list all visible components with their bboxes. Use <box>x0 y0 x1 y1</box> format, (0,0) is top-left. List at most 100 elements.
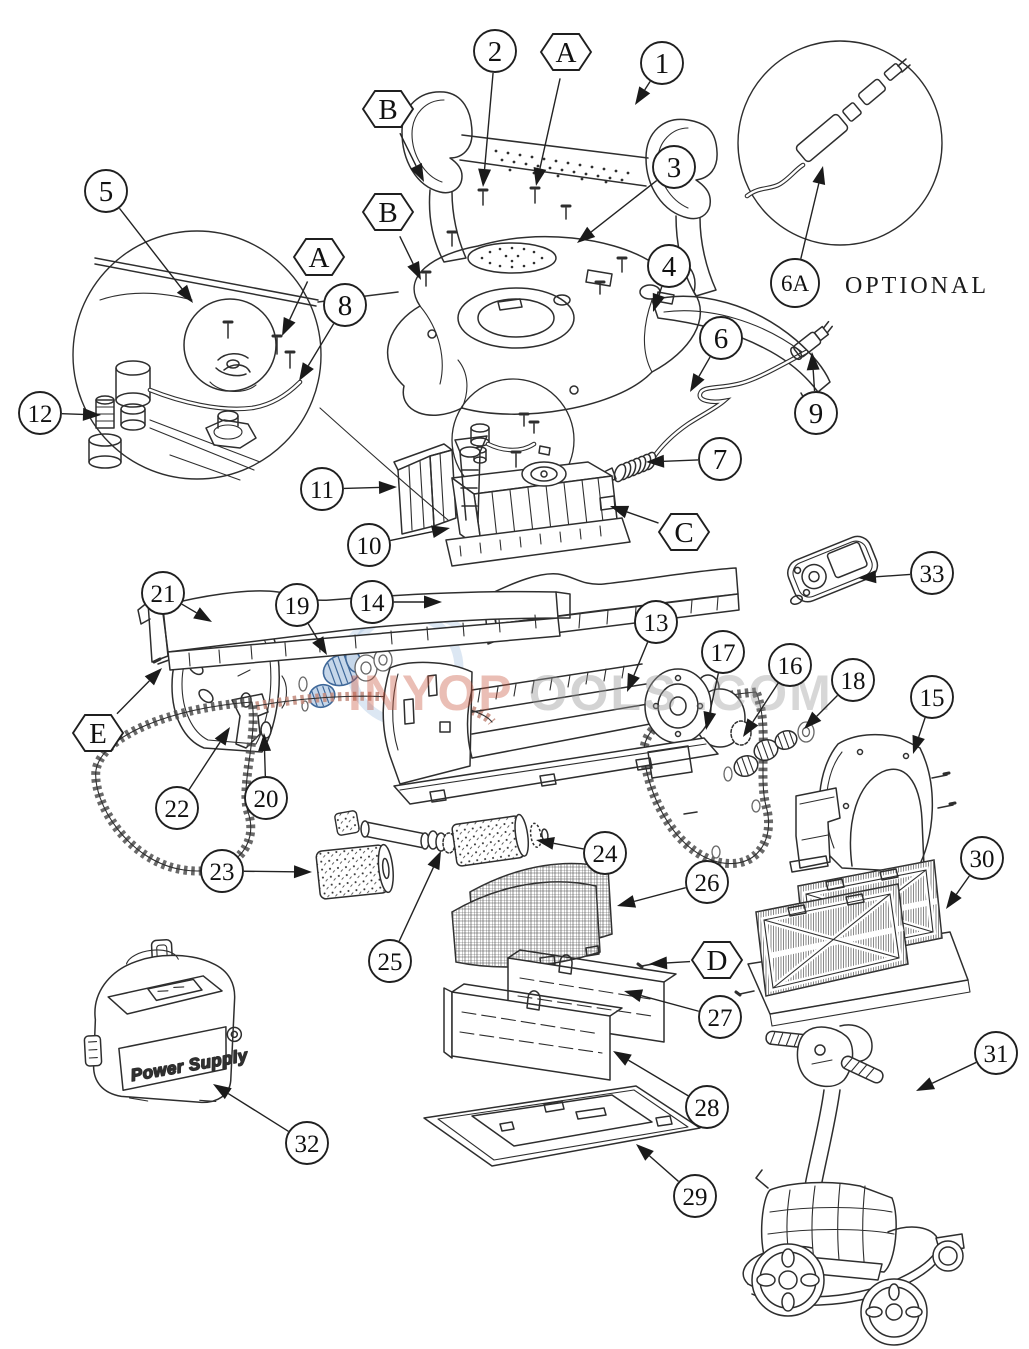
callout-arrow-32 <box>213 1084 232 1100</box>
callout-arrow-26 <box>617 895 637 908</box>
callout-32: 32 <box>213 1084 329 1165</box>
callout-bubble-23 <box>200 849 244 893</box>
callout-arrow-31 <box>916 1077 936 1091</box>
callout-label-10: 10 <box>357 533 382 560</box>
callout-arrow-15 <box>912 734 925 754</box>
hardware-screws-top <box>420 186 628 295</box>
callout-27: 27 <box>624 989 742 1039</box>
callout-29: 29 <box>636 1144 717 1218</box>
callout-arrow-6 <box>690 373 705 392</box>
callout-arrow-18 <box>804 711 822 729</box>
callout-C: C <box>610 505 711 551</box>
callout-6A: 6A <box>770 166 826 308</box>
detail-circle-optional-cable <box>737 40 943 246</box>
callout-label-C: C <box>674 517 693 549</box>
callout-bubble-11 <box>300 467 344 511</box>
callout-arrow-27 <box>624 989 644 1002</box>
callout-arrow-33 <box>858 570 877 584</box>
callout-2: 2 <box>473 29 517 187</box>
callout-arrow-17 <box>703 711 717 730</box>
optional-label: OPTIONAL <box>845 273 989 299</box>
callout-24: 24 <box>536 831 627 875</box>
callout-arrow-12 <box>82 407 101 421</box>
callout-label-16: 16 <box>778 653 803 680</box>
callout-4: 4 <box>647 244 691 312</box>
callout-label-A-top: A <box>556 37 577 69</box>
part-remote-control <box>787 535 879 605</box>
callout-label-22: 22 <box>165 796 190 823</box>
callout-bubble-7 <box>698 437 742 481</box>
callout-arrow-7 <box>646 454 665 468</box>
callout-arrow-B-lower <box>407 260 421 280</box>
callout-bubble-21 <box>141 571 185 615</box>
callout-bubble-31 <box>974 1031 1018 1075</box>
callout-26: 26 <box>617 860 729 908</box>
callout-arrow-B-upper <box>410 162 424 182</box>
part-brush-small <box>315 843 394 900</box>
callout-18: 18 <box>804 658 875 729</box>
callout-arrow-13 <box>627 672 640 692</box>
callout-14: 14 <box>350 580 442 624</box>
callout-arrow-2 <box>478 168 492 187</box>
callout-bubble-22 <box>155 786 199 830</box>
callout-bubble-28 <box>685 1085 729 1129</box>
callout-label-4: 4 <box>662 251 677 283</box>
callout-8: 8 <box>299 283 367 381</box>
callout-1: 1 <box>635 41 684 105</box>
callout-label-6: 6 <box>714 323 729 355</box>
callout-label-2: 2 <box>488 36 503 68</box>
part-chassis <box>382 661 752 805</box>
callout-19: 19 <box>275 583 327 655</box>
callout-12: 12 <box>18 391 101 435</box>
callout-arrow-9 <box>806 352 820 371</box>
callout-bubble-2 <box>473 29 517 73</box>
callout-arrow-4 <box>652 292 666 312</box>
callout-arrow-11 <box>378 480 397 494</box>
callout-label-14: 14 <box>360 590 386 617</box>
part-filter-screen <box>451 862 613 968</box>
callout-bubble-B-lower <box>361 193 415 231</box>
callout-30: 30 <box>946 836 1004 909</box>
callout-label-31: 31 <box>984 1041 1009 1068</box>
callout-arrow-E <box>144 668 162 686</box>
callout-bubble-15 <box>910 675 954 719</box>
callout-arrow-25 <box>427 851 441 871</box>
part-floating-cable <box>599 320 833 503</box>
callout-B-lower: B <box>361 193 421 280</box>
part-brush-assembly <box>334 810 549 867</box>
callout-bubble-18 <box>831 658 875 702</box>
callout-31: 31 <box>916 1031 1018 1091</box>
callout-arrow-16 <box>743 718 759 737</box>
callout-bubble-24 <box>583 831 627 875</box>
callout-E: E <box>71 668 162 752</box>
callout-label-25: 25 <box>378 949 403 976</box>
callout-bubble-6 <box>699 316 743 360</box>
callout-arrow-29 <box>636 1144 654 1161</box>
callout-label-13: 13 <box>644 610 669 637</box>
callout-label-8: 8 <box>338 290 353 322</box>
callout-arrow-A-top <box>533 167 547 186</box>
callout-arrow-D <box>649 956 668 970</box>
callout-bubble-27 <box>698 995 742 1039</box>
callout-bubble-30 <box>960 836 1004 880</box>
callout-bubble-16 <box>768 643 812 687</box>
callout-label-15: 15 <box>920 685 945 712</box>
callout-11: 11 <box>300 467 397 511</box>
callout-label-21: 21 <box>151 581 176 608</box>
callout-20: 20 <box>244 733 288 820</box>
part-side-flap <box>651 295 831 403</box>
callout-bubble-26 <box>685 860 729 904</box>
callout-label-7: 7 <box>713 444 728 476</box>
callout-bubble-14 <box>350 580 394 624</box>
callout-bubble-A-top <box>539 33 593 71</box>
callout-label-28: 28 <box>695 1095 720 1122</box>
part-right-side-plate <box>683 733 957 873</box>
callout-arrow-21 <box>193 607 212 622</box>
callout-bubble-25 <box>368 939 412 983</box>
callout-bubble-17 <box>701 630 745 674</box>
callout-bubble-9 <box>794 391 838 435</box>
callout-bubble-C <box>657 513 711 551</box>
callout-bubble-33 <box>910 551 954 595</box>
